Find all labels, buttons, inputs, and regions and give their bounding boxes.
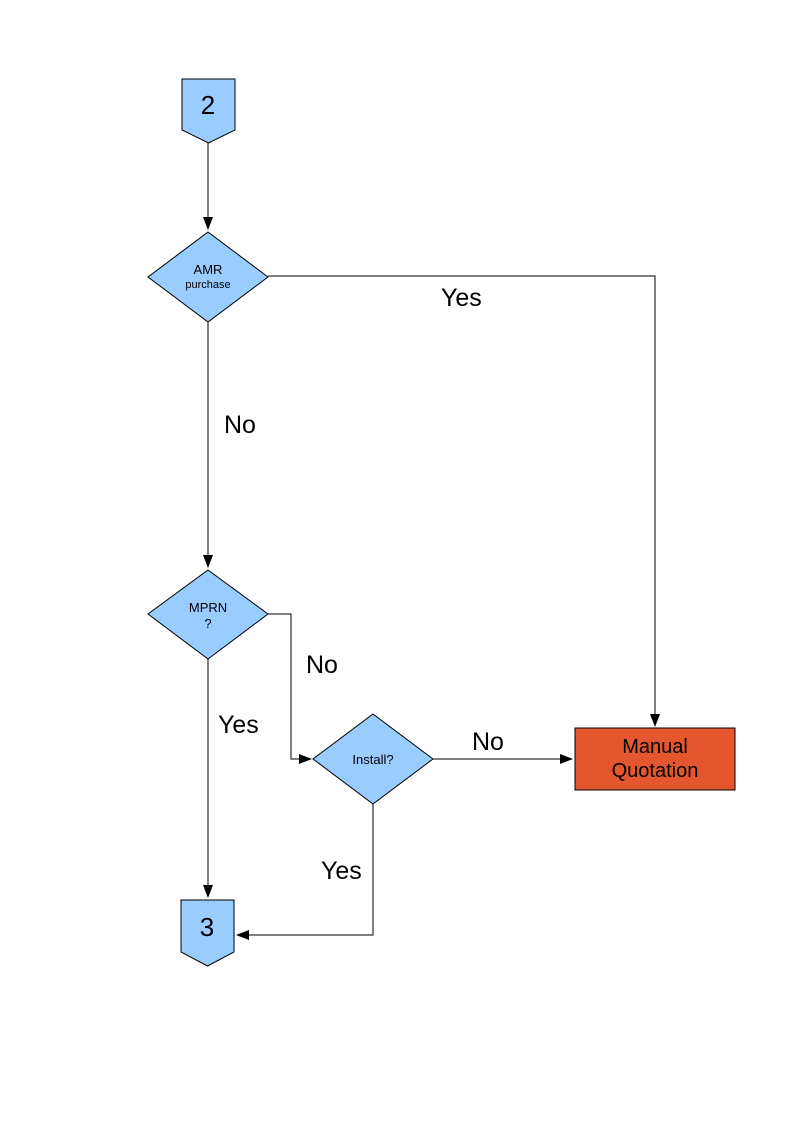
edge-install-yes	[236, 804, 374, 940]
manual-quotation-label-line2: Quotation	[612, 760, 699, 782]
connector-3-shape	[180, 899, 235, 967]
edge-label-amr-yes: Yes	[441, 284, 482, 312]
amr-purchase-label-line2: purchase	[185, 279, 230, 291]
node-mprn: MPRN ?	[147, 569, 269, 660]
edge-mprn-no	[268, 613, 312, 764]
node-connector-2: 2	[181, 78, 236, 144]
amr-purchase-diamond	[147, 231, 269, 323]
node-install: Install?	[312, 713, 434, 805]
mprn-diamond	[147, 569, 269, 660]
install-diamond	[312, 713, 434, 805]
edge-label-mprn-yes: Yes	[218, 711, 259, 739]
connector-2-label: 2	[201, 90, 215, 120]
edge-label-install-yes: Yes	[321, 857, 362, 885]
edge-label-amr-no: No	[224, 411, 256, 439]
manual-quotation-label-line1: Manual	[622, 736, 688, 758]
amr-purchase-label-line1: AMR	[194, 262, 223, 277]
edge-label-install-no: No	[472, 728, 504, 756]
install-label: Install?	[352, 752, 393, 767]
node-manual-quotation: Manual Quotation	[574, 727, 736, 791]
node-amr-purchase: AMR purchase	[147, 231, 269, 323]
edge-amr-yes	[268, 275, 660, 727]
node-connector-3: 3	[180, 899, 235, 967]
connector-2-shape	[181, 78, 236, 144]
manual-quotation-box	[574, 727, 736, 791]
connector-3-label: 3	[200, 912, 214, 942]
mprn-label-line2: ?	[204, 616, 211, 631]
mprn-label-line1: MPRN	[189, 600, 227, 615]
edge-label-mprn-no: No	[306, 651, 338, 679]
